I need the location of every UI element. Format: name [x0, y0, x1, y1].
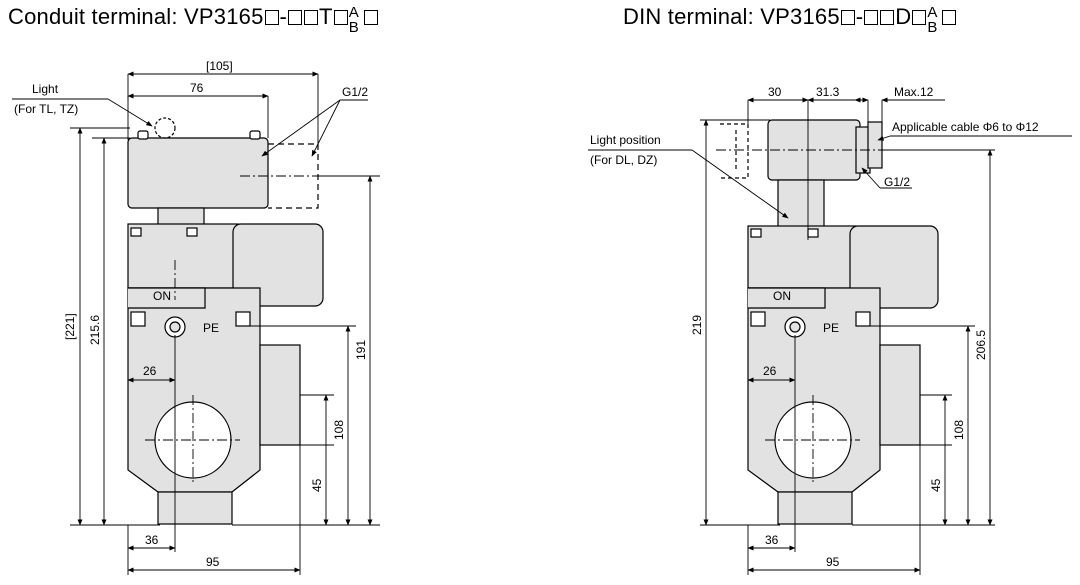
conduit-labels: [105] 76 Light (For TL, TZ) G1/2 ON PE 2…	[14, 59, 368, 569]
dim-45: 45	[310, 478, 324, 492]
dim-95: 95	[206, 555, 220, 569]
dim-top-width: 76	[190, 81, 204, 95]
din-coil-housing	[747, 225, 857, 289]
dim-221: [221]	[63, 313, 77, 340]
din-dim-26: 26	[763, 364, 777, 378]
din-pe-label: PE	[823, 321, 839, 335]
conduit-terminal-view	[127, 117, 324, 525]
din-port-label: G1/2	[884, 175, 910, 189]
din-labels: 30 31.3 Max.12 Applicable cable Φ6 to Φ1…	[590, 85, 1039, 569]
port-label: G1/2	[342, 85, 368, 99]
din-light-position-sub: (For DL, DZ)	[590, 153, 657, 167]
din-light-position-label: Light position	[590, 133, 661, 147]
dim-26: 26	[143, 364, 157, 378]
din-dim-108: 108	[952, 420, 966, 440]
din-dim-45: 45	[929, 478, 943, 492]
pe-label: PE	[203, 321, 219, 335]
din-cable-label: Applicable cable Φ6 to Φ12	[892, 120, 1039, 134]
din-dim-30: 30	[768, 85, 782, 99]
conduit-box	[127, 137, 269, 209]
light-sub-label: (For TL, TZ)	[14, 102, 78, 116]
dim-36: 36	[145, 533, 159, 547]
din-terminal-view	[720, 119, 939, 525]
dim-215-6: 215.6	[88, 315, 102, 345]
din-dim-max12: Max.12	[894, 85, 934, 99]
din-dim-31-3: 31.3	[816, 85, 840, 99]
din-on-label: ON	[773, 289, 791, 303]
on-label: ON	[153, 289, 171, 303]
din-dim-95: 95	[826, 555, 840, 569]
dim-191: 191	[354, 340, 368, 360]
dim-108: 108	[332, 420, 346, 440]
dim-overall-width: [105]	[206, 59, 233, 73]
coil-housing	[127, 223, 239, 289]
din-dim-206-5: 206.5	[974, 330, 988, 360]
din-dim-219: 219	[690, 315, 704, 335]
light-label: Light	[32, 82, 59, 96]
din-dim-36: 36	[765, 533, 779, 547]
